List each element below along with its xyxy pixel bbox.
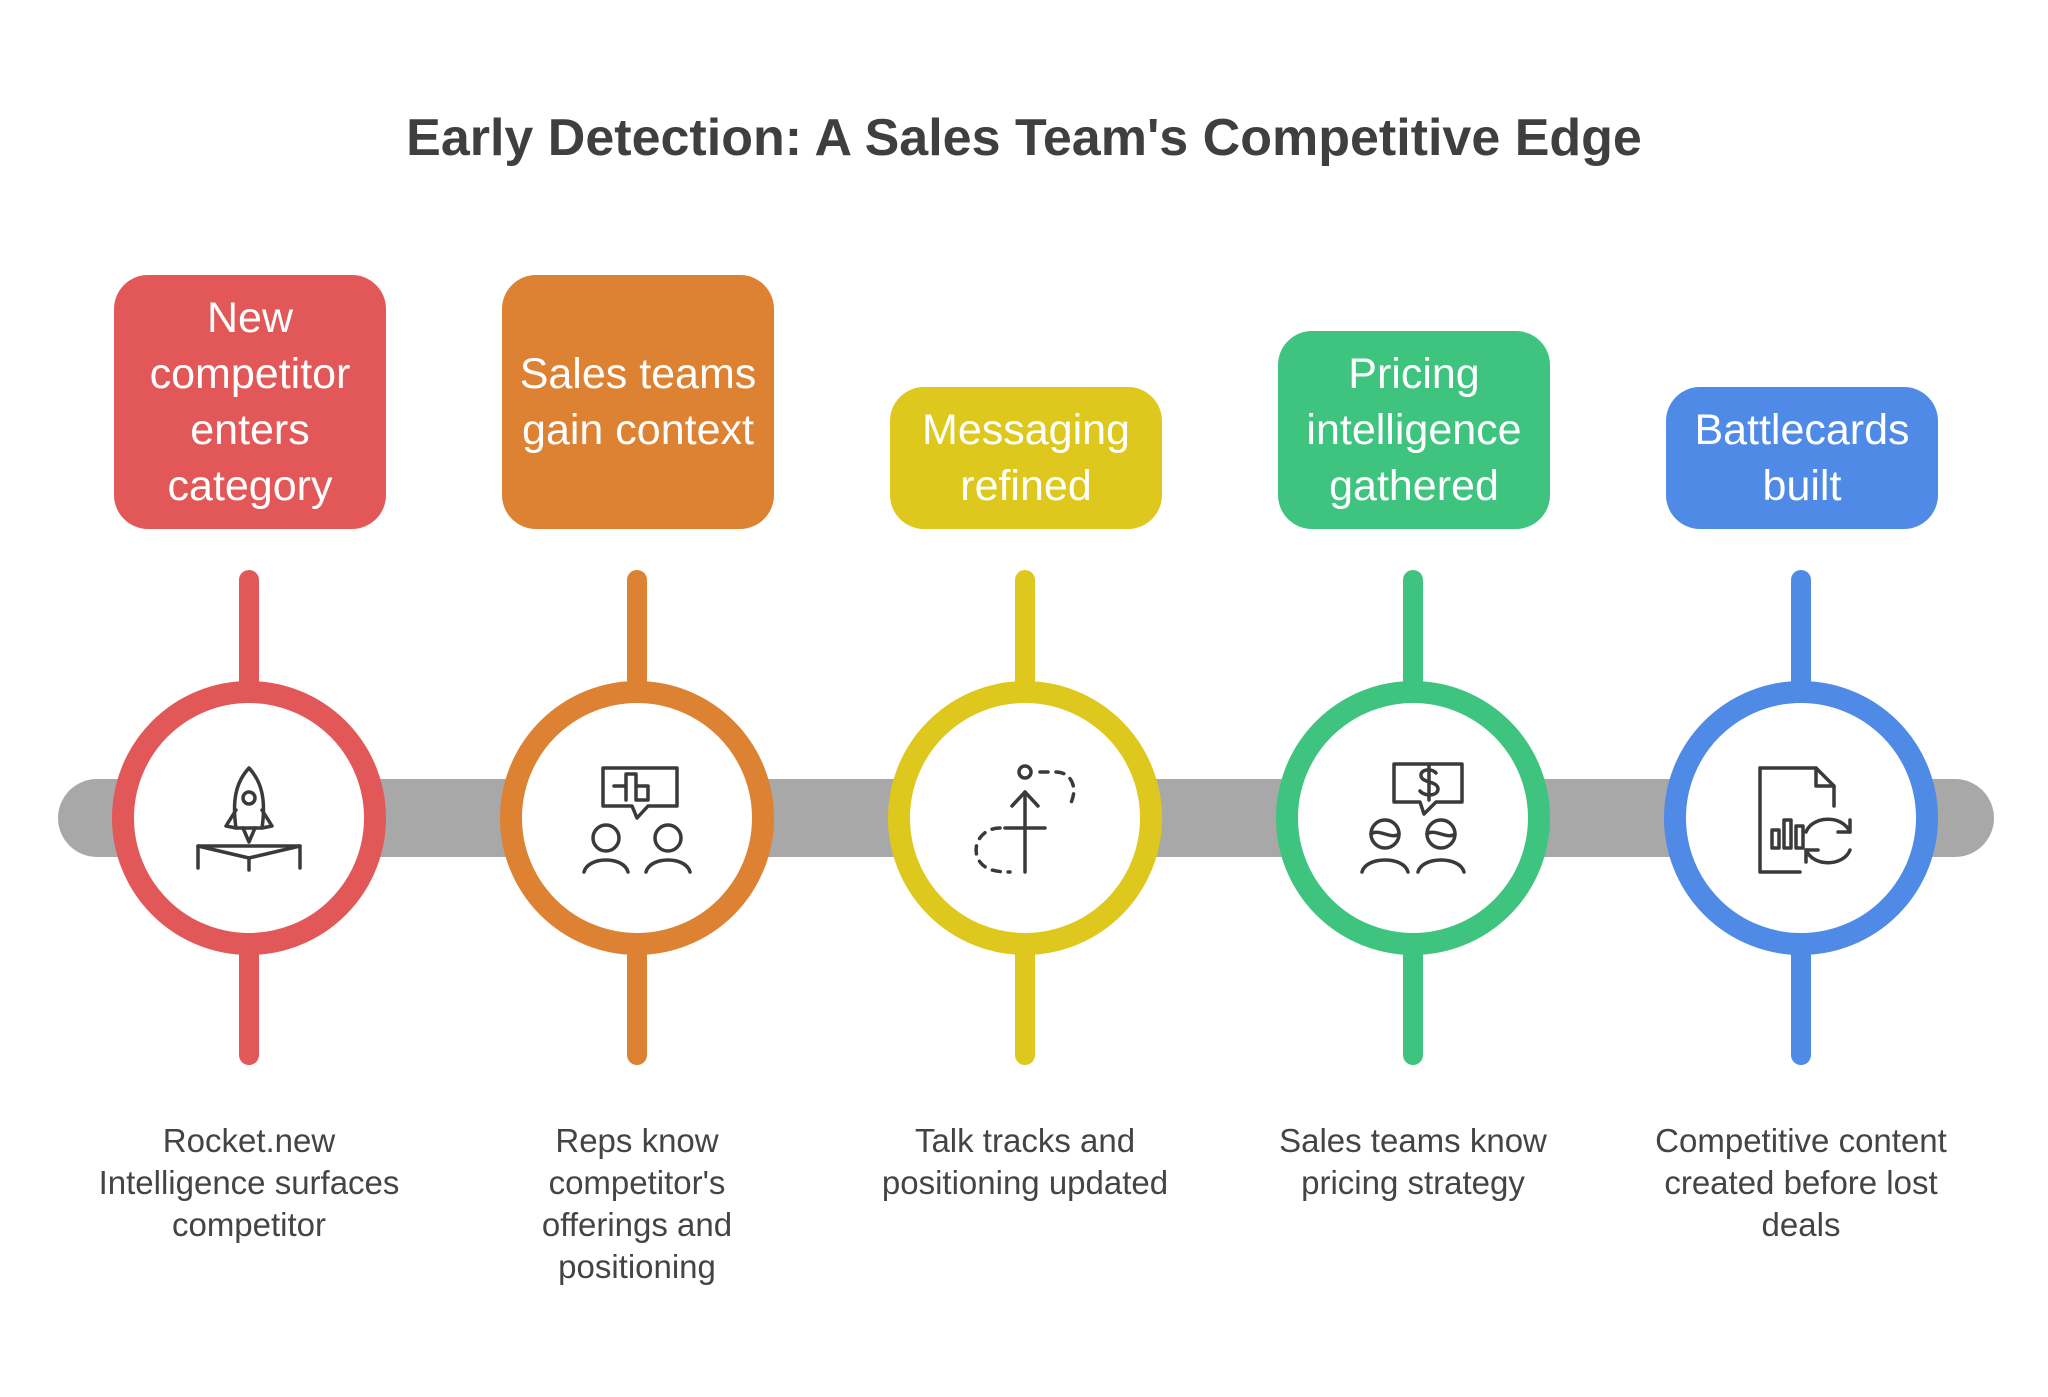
step-1-label: New competitor enters category	[149, 294, 351, 510]
step-4-label-box: Pricing intelligence gathered	[1278, 331, 1550, 529]
diagram-title: Early Detection: A Sales Team's Competit…	[406, 109, 1642, 167]
step-2-label-box: Sales teams gain context	[502, 275, 774, 529]
report-refresh-icon	[1758, 766, 1852, 874]
step-2-label: Sales teams gain context	[519, 350, 757, 454]
step-3-label-box: Messaging refined	[890, 387, 1162, 529]
step-5-circle	[1664, 681, 1938, 955]
step-1-label-box: New competitor enters category	[114, 275, 386, 529]
pricing-talk-icon	[1360, 762, 1466, 874]
step-1-circle	[112, 681, 386, 955]
step-5-label-box: Battlecards built	[1666, 387, 1938, 529]
refine-path-icon	[974, 764, 1076, 874]
step-4-circle	[1276, 681, 1550, 955]
step-3-label: Messaging refined	[922, 406, 1130, 510]
rocket-launch-icon	[196, 766, 302, 872]
step-3-description: Talk tracks and positioning updated	[881, 1122, 1169, 1201]
step-5-description: Competitive content created before lost …	[1655, 1122, 1947, 1243]
step-1-description: Rocket.new Intelligence surfaces competi…	[98, 1122, 400, 1243]
step-4-label: Pricing intelligence gathered	[1306, 350, 1522, 510]
step-2-description: Reps know competitor's offerings and pos…	[541, 1122, 733, 1285]
team-discussion-icon	[582, 766, 692, 874]
step-5-label: Battlecards built	[1694, 406, 1910, 510]
step-4-description: Sales teams know pricing strategy	[1279, 1122, 1547, 1201]
